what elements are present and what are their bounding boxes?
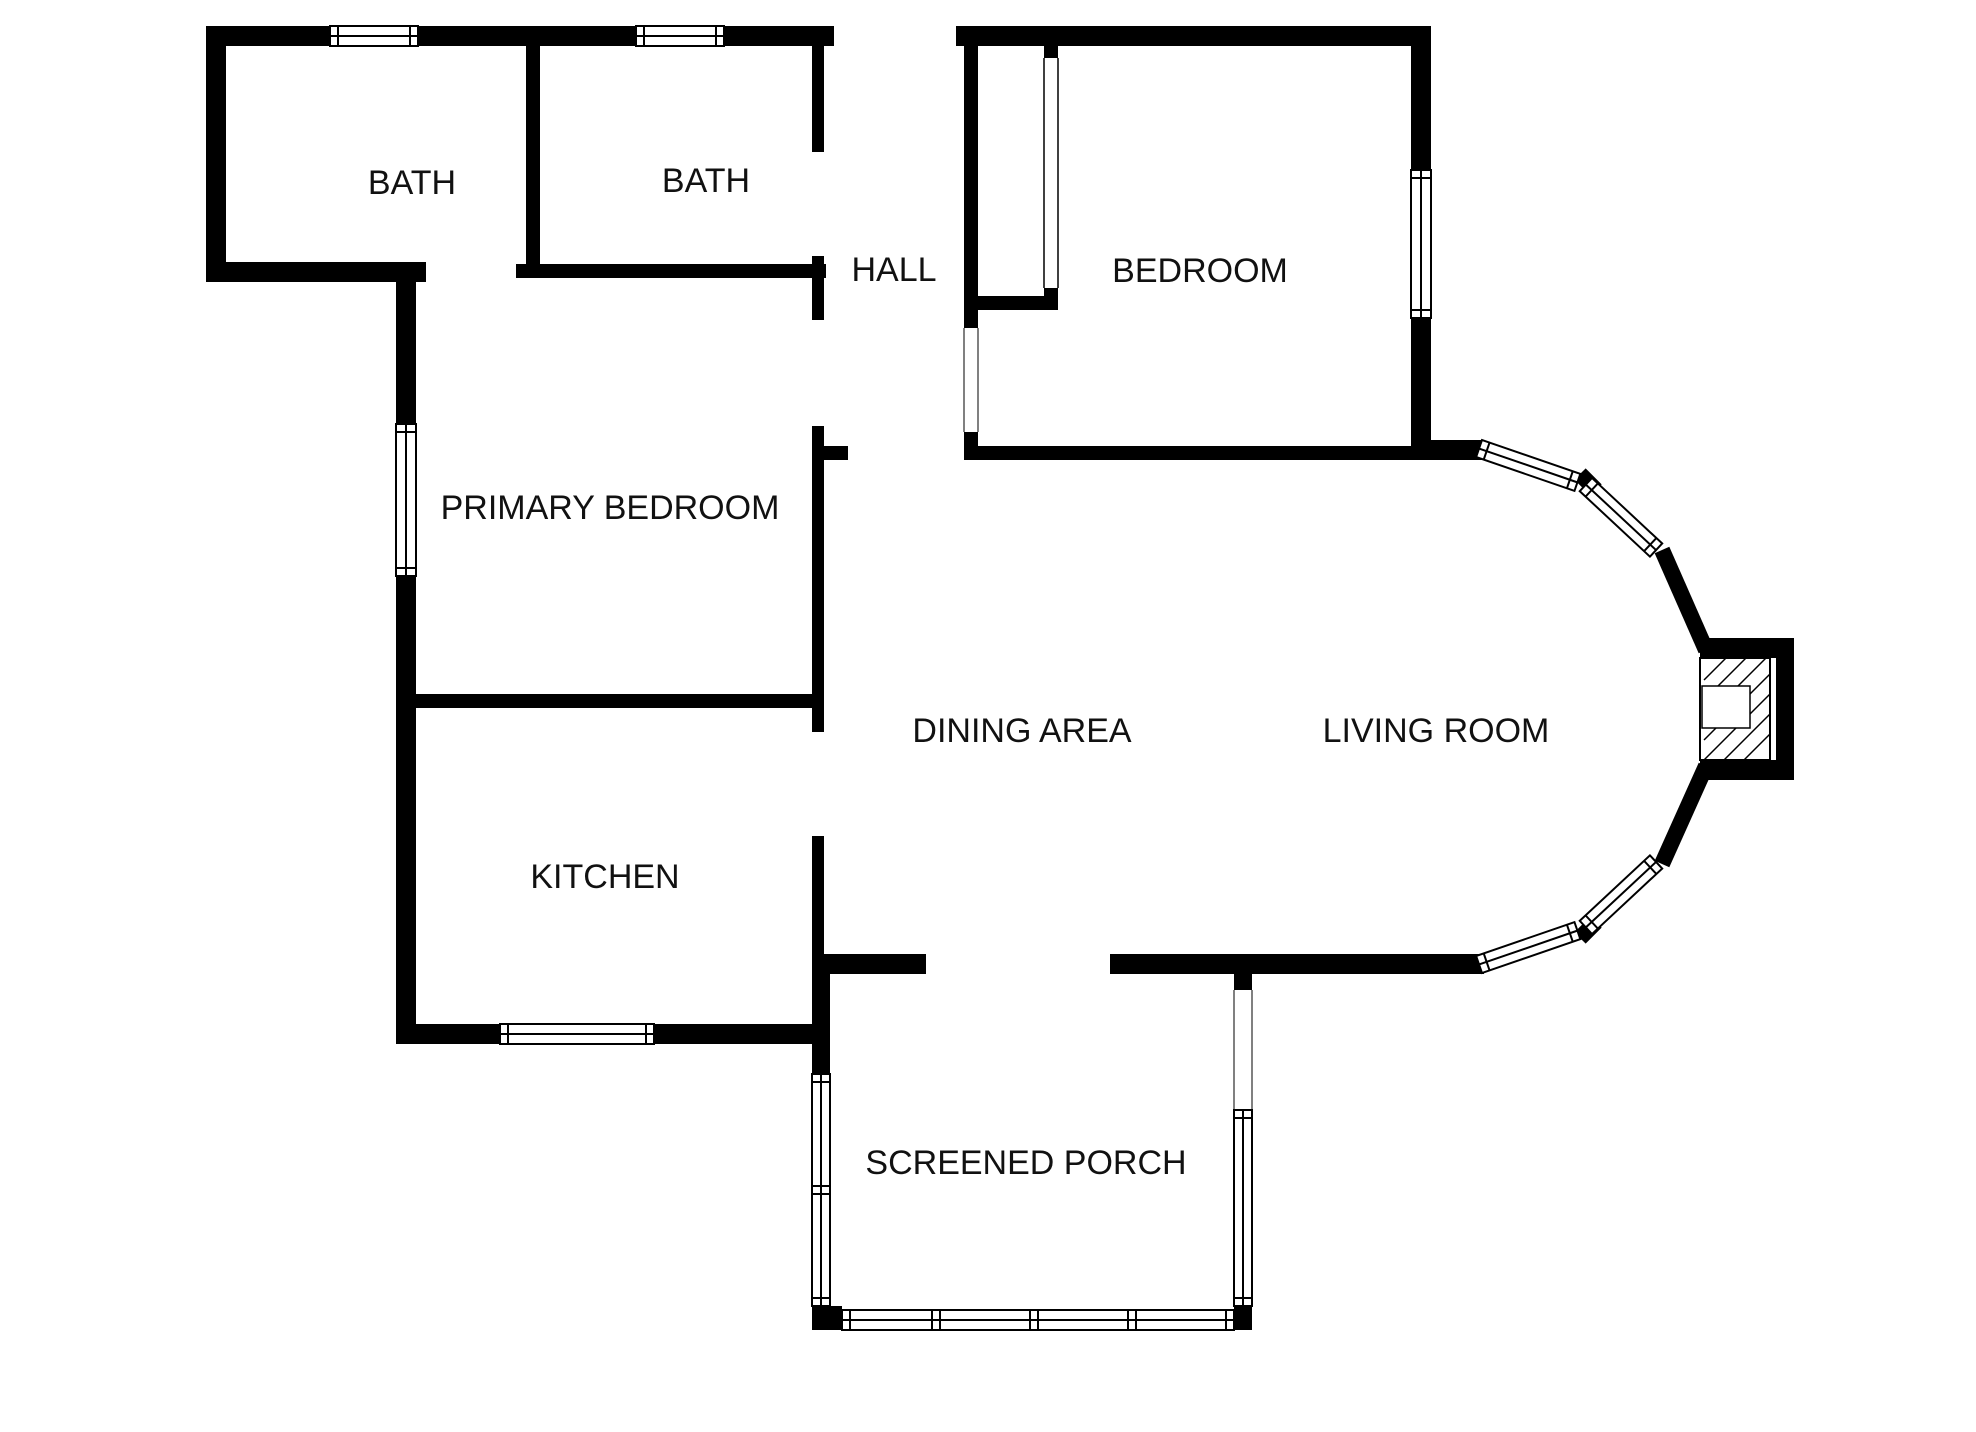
window-bay-south-1 [1474, 920, 1582, 975]
wall-porch-east-bottom [1234, 1306, 1252, 1330]
window-porch-south [841, 1309, 1235, 1331]
wall-bedroom-east-a [1411, 26, 1431, 170]
window-primary-west [395, 423, 417, 577]
window-bay-south-2 [1578, 853, 1664, 936]
wall-bath-south [206, 262, 426, 282]
window-bath-left [329, 25, 419, 47]
wall-top-left [206, 26, 834, 46]
wall-kitchen-south-a [396, 1024, 500, 1044]
wall-hall-west-b [812, 256, 824, 320]
wall-closet-east [1044, 46, 1058, 58]
wall-porch-east-top [1234, 974, 1252, 990]
wall-living-north [964, 446, 1482, 460]
room-label-dining-area: DINING AREA [912, 712, 1131, 750]
closet-rod [1043, 58, 1059, 288]
wall-bay-upper [1654, 546, 1714, 654]
window-kitchen-south [499, 1023, 655, 1045]
fireplace [1699, 657, 1771, 761]
wall-bath-right-south [516, 264, 826, 278]
room-label-primary-bedroom: PRIMARY BEDROOM [441, 489, 780, 527]
wall-primary-north-stub [396, 262, 426, 282]
room-label-living-room: LIVING ROOM [1323, 712, 1550, 750]
room-label-screened-porch: SCREENED PORCH [865, 1144, 1186, 1182]
wall-hall-east [964, 46, 978, 328]
wall-top-right [956, 26, 1431, 46]
wall-kitchen-south-b [654, 1024, 826, 1044]
window-bath-right [635, 25, 725, 47]
wall-living-north-end [1411, 440, 1483, 460]
room-label-bath-left: BATH [368, 164, 456, 202]
room-label-bath-right: BATH [662, 162, 750, 200]
window-bay-north-2 [1578, 476, 1664, 559]
wall-bath-left-west [206, 26, 226, 282]
room-label-hall: HALL [851, 251, 936, 289]
wall-closet-east-b [1044, 288, 1058, 310]
window-bedroom-east [1410, 169, 1432, 319]
fireplace-firebox [1701, 685, 1751, 729]
window-porch-west [811, 1073, 831, 1307]
wall-primary-kitchen [406, 694, 814, 708]
room-labels: BATH BATH HALL BEDROOM PRIMARY BEDROOM D… [368, 162, 1549, 1182]
wall-living-south-a [812, 954, 926, 974]
wall-porch-west-top [812, 974, 830, 1074]
wall-living-south-b [1110, 954, 1484, 974]
hall-door-lines [963, 328, 979, 432]
wall-closet-south [964, 296, 1058, 310]
walls [206, 26, 1794, 1330]
window-bay-north-1 [1474, 438, 1582, 493]
room-label-bedroom: BEDROOM [1112, 252, 1288, 290]
porch-east-opening-line [1233, 990, 1253, 1110]
window-porch-east [1233, 1109, 1253, 1307]
wall-west-b [396, 576, 416, 1044]
wall-bay-lower [1654, 762, 1714, 868]
wall-hall-west-a [812, 46, 824, 152]
wall-bath-divider [526, 46, 540, 266]
wall-hall-west-c [812, 426, 824, 732]
windows [329, 25, 1664, 1331]
room-label-kitchen: KITCHEN [530, 858, 679, 896]
wall-bedroom-east-b [1411, 318, 1431, 460]
wall-porch-south-left [812, 1306, 842, 1330]
wall-west-a [396, 274, 416, 424]
wall-hall-stub [812, 446, 848, 460]
